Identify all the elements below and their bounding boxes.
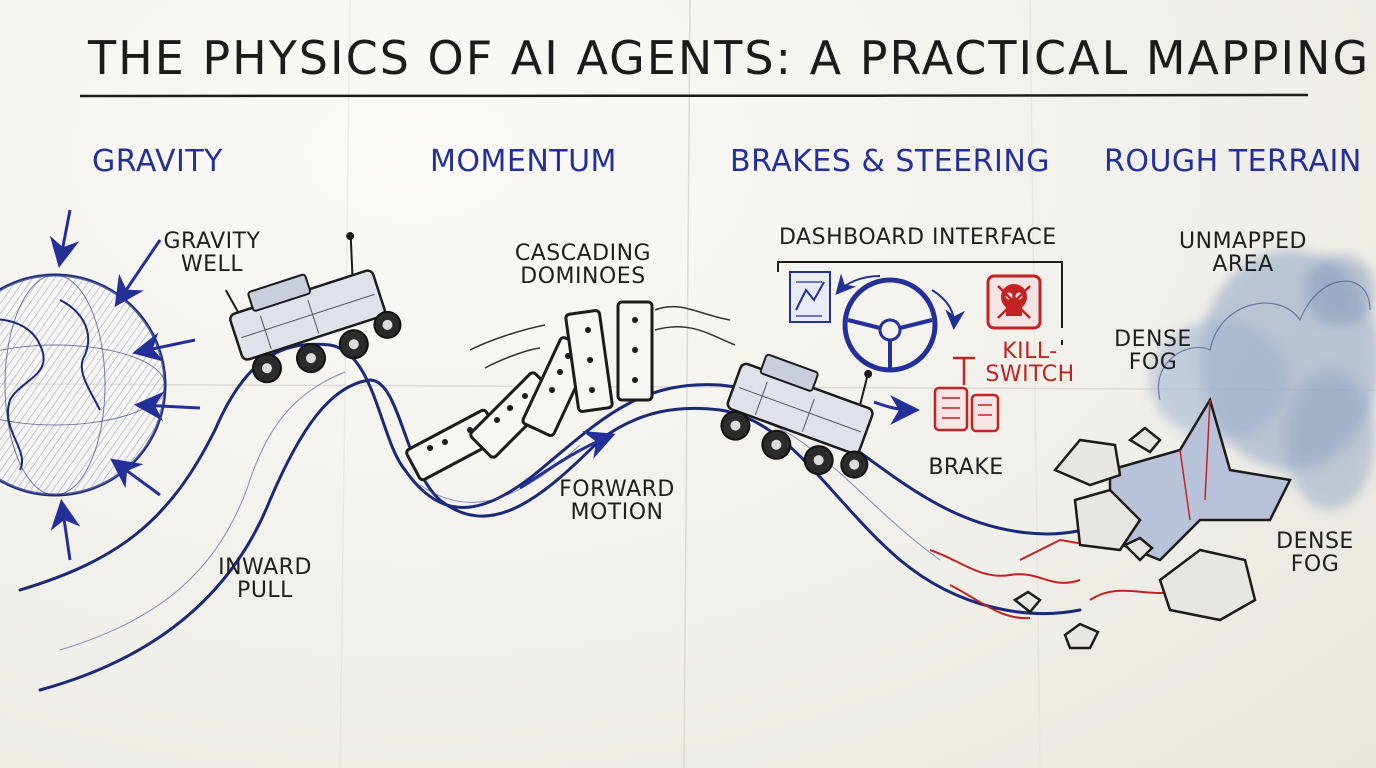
page-title: THE PHYSICS OF AI AGENTS: A PRACTICAL MA… (88, 34, 1370, 82)
label-line: DOMINOES (515, 265, 651, 288)
label-inward-pull: INWARD PULL (218, 556, 312, 602)
label-line: PULL (218, 579, 312, 602)
label-line: GRAVITY (164, 230, 261, 253)
label-line: SWITCH (985, 363, 1074, 386)
label-dashboard-interface: DASHBOARD INTERFACE (779, 226, 1057, 249)
label-line: AREA (1179, 253, 1307, 276)
title-underline (80, 95, 1308, 96)
globe-icon (0, 275, 165, 495)
label-line: INWARD (218, 556, 312, 579)
label-line: FOG (1276, 553, 1354, 576)
label-brake: BRAKE (928, 456, 1003, 479)
label-dense-fog-bottom: DENSE FOG (1276, 530, 1354, 576)
label-line: UNMAPPED (1179, 230, 1307, 253)
label-line: DENSE (1114, 328, 1192, 351)
label-line: FOG (1114, 351, 1192, 374)
label-cascading-dominoes: CASCADING DOMINOES (515, 242, 651, 288)
section-momentum: MOMENTUM (430, 146, 617, 178)
label-line: KILL- (985, 340, 1074, 363)
section-rough-terrain: ROUGH TERRAIN (1104, 146, 1362, 178)
rover-icon (715, 328, 898, 489)
label-line: CASCADING (515, 242, 651, 265)
section-brakes-steering: BRAKES & STEERING (730, 146, 1050, 178)
label-line: DENSE (1276, 530, 1354, 553)
label-line: WELL (164, 253, 261, 276)
label-forward-motion: FORWARD MOTION (559, 478, 675, 524)
label-dense-fog-top: DENSE FOG (1114, 328, 1192, 374)
label-line: MOTION (559, 501, 675, 524)
label-unmapped-area: UNMAPPED AREA (1179, 230, 1307, 276)
skull-icon (988, 276, 1040, 328)
monitor-icon (790, 272, 830, 322)
label-line: FORWARD (559, 478, 675, 501)
label-kill-switch: KILL- SWITCH (985, 340, 1074, 386)
label-gravity-well: GRAVITY WELL (164, 230, 261, 276)
section-gravity: GRAVITY (92, 146, 223, 178)
